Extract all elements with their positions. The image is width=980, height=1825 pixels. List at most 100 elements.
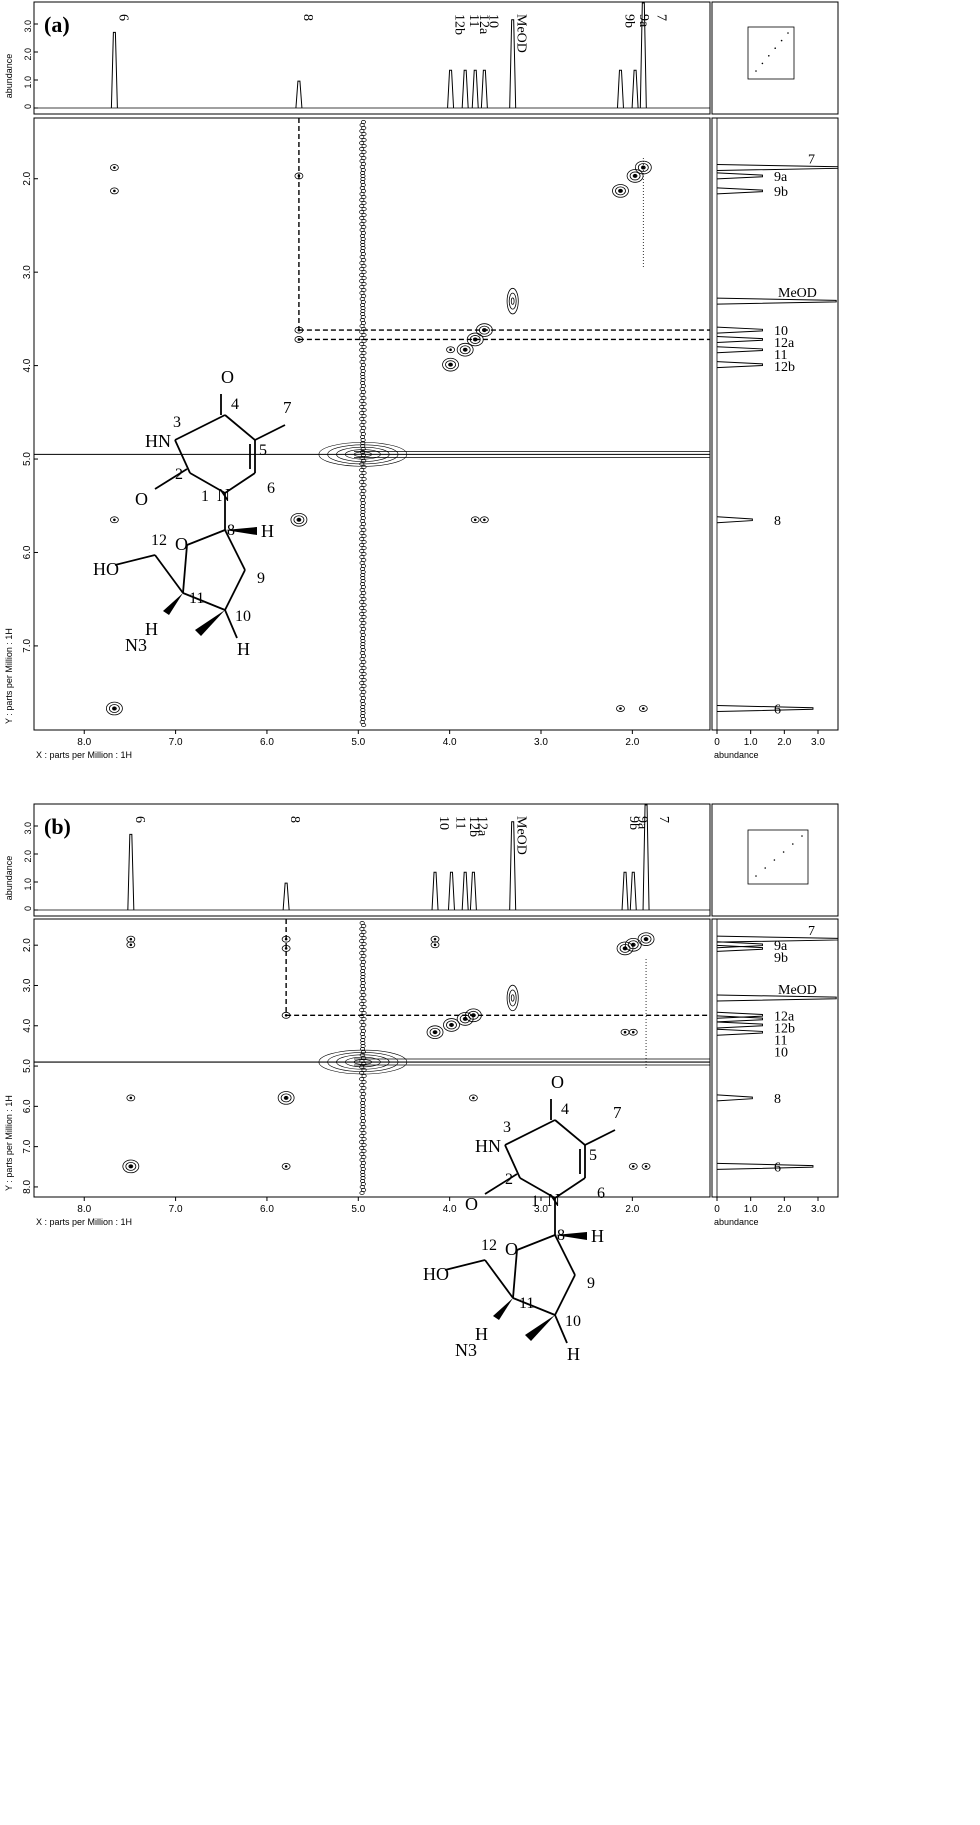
structure-bond	[254, 424, 286, 441]
structure-bond	[114, 554, 156, 566]
water-ridge-contour	[359, 543, 365, 547]
cross-peak-contour	[109, 164, 119, 171]
top-peak	[639, 2, 647, 109]
meod-contour	[510, 994, 515, 1002]
water-ridge-contour	[359, 1083, 365, 1087]
side-peak-label: 12a	[774, 1009, 795, 1024]
side-peak-label: 7	[808, 153, 815, 168]
water-contour	[336, 1054, 390, 1070]
cross-peak-center	[619, 707, 622, 710]
x-tick-label: 7.0	[169, 1204, 183, 1215]
water-ridge-contour	[359, 135, 365, 139]
side-peak-label: 9b	[774, 185, 788, 200]
structure-atom-label: 9	[587, 1275, 595, 1292]
water-ridge-contour	[361, 144, 367, 148]
water-ridge-contour	[359, 1146, 365, 1150]
diagonal-peak-contour	[640, 934, 652, 944]
side-peak-label: 8	[774, 1092, 781, 1107]
diagonal-peak-contour	[293, 515, 305, 525]
water-contour	[318, 1049, 408, 1075]
top-peak-label: 11	[452, 816, 467, 829]
top-peak	[282, 882, 290, 911]
side-peak	[716, 346, 763, 354]
water-ridge-contour	[359, 210, 365, 214]
diagonal-peak-contour	[626, 169, 644, 183]
water-ridge-contour	[361, 201, 367, 205]
diagonal-peak-contour	[426, 1025, 444, 1040]
side-peak	[716, 944, 763, 952]
top-peak	[509, 19, 517, 109]
x-axis-label: X : parts per Million : 1H	[36, 750, 132, 760]
water-ridge-contour	[359, 945, 365, 949]
water-ridge-contour	[361, 465, 367, 469]
diagonal-peak-center	[644, 937, 648, 941]
structure-atom-label: H	[261, 521, 274, 541]
water-ridge-contour	[361, 150, 367, 154]
water-ridge-contour	[361, 534, 367, 538]
water-ridge-contour	[359, 147, 365, 151]
water-ridge-contour	[361, 597, 367, 601]
water-ridge-contour	[361, 1011, 367, 1015]
thumbnail-box	[747, 26, 795, 80]
thumbnail-dot	[768, 55, 770, 57]
water-ridge-contour	[361, 264, 367, 268]
water-ridge-contour	[361, 282, 367, 286]
water-contour	[344, 449, 381, 460]
cross-peak-contour	[468, 1094, 478, 1102]
water-ridge-contour	[359, 537, 365, 541]
cross-peak-center	[642, 707, 645, 710]
top-peak	[127, 833, 135, 911]
water-ridge-contour	[359, 348, 365, 352]
top-spectrum-frame	[33, 803, 711, 917]
water-contour	[327, 1052, 399, 1072]
cross-peak-contour	[616, 705, 625, 712]
water-ridge-contour	[359, 996, 365, 1000]
thumbnail-dot	[761, 62, 764, 65]
structure-bond	[516, 1234, 556, 1251]
structure-atom-label: HO	[423, 1264, 449, 1284]
side-abundance-tick-label: 1.0	[744, 737, 758, 748]
structure-atom-label: O	[465, 1194, 478, 1214]
x-tick-label: 5.0	[351, 1204, 365, 1215]
side-peak-label: 12a	[774, 336, 795, 351]
structure-atom-label: 6	[267, 480, 275, 497]
top-peak-label: 8	[287, 816, 302, 823]
side-peak-label: 10	[774, 1045, 788, 1060]
top-abundance-tick-label: 2.0	[23, 850, 33, 863]
x-tick-label: 4.0	[443, 737, 457, 748]
side-peak	[716, 516, 753, 524]
water-ridge-contour	[359, 267, 365, 271]
structure-bond	[224, 569, 246, 611]
cross-peak-contour	[109, 187, 119, 195]
top-peak-label: 12a	[476, 14, 491, 35]
thumbnail-dot	[792, 843, 794, 845]
water-ridge-contour	[359, 411, 365, 415]
side-peak	[716, 994, 837, 1002]
water-ridge-contour	[361, 402, 367, 406]
water-ridge-contour	[359, 141, 365, 145]
structure-atom-label: N	[547, 1190, 560, 1210]
cross-peak-center	[433, 943, 437, 947]
top-abundance-label: abundance	[4, 856, 14, 901]
cross-peak-center	[473, 518, 477, 522]
diagonal-peak-center	[449, 1023, 454, 1027]
top-peak-label: 9a	[634, 816, 649, 830]
water-ridge-contour	[361, 396, 367, 400]
x-tick-label: 3.0	[534, 1204, 548, 1215]
diagonal-peak-center	[448, 363, 453, 367]
top-peak-label: 10	[485, 14, 500, 28]
structure-bond	[182, 592, 226, 611]
side-spectrum-frame	[711, 918, 839, 1198]
water-ridge-contour	[361, 270, 367, 274]
thumbnail-dot	[774, 47, 776, 49]
water-ridge-contour	[359, 330, 365, 334]
x-tick-label: 4.0	[443, 1204, 457, 1215]
water-ridge-contour	[361, 723, 367, 727]
side-abundance-label: abundance	[714, 750, 759, 760]
structure-atom-label: O	[135, 489, 148, 509]
diagonal-peak-contour	[629, 171, 641, 181]
x-tick-label: 8.0	[77, 1204, 91, 1215]
water-ridge-contour	[361, 615, 367, 619]
